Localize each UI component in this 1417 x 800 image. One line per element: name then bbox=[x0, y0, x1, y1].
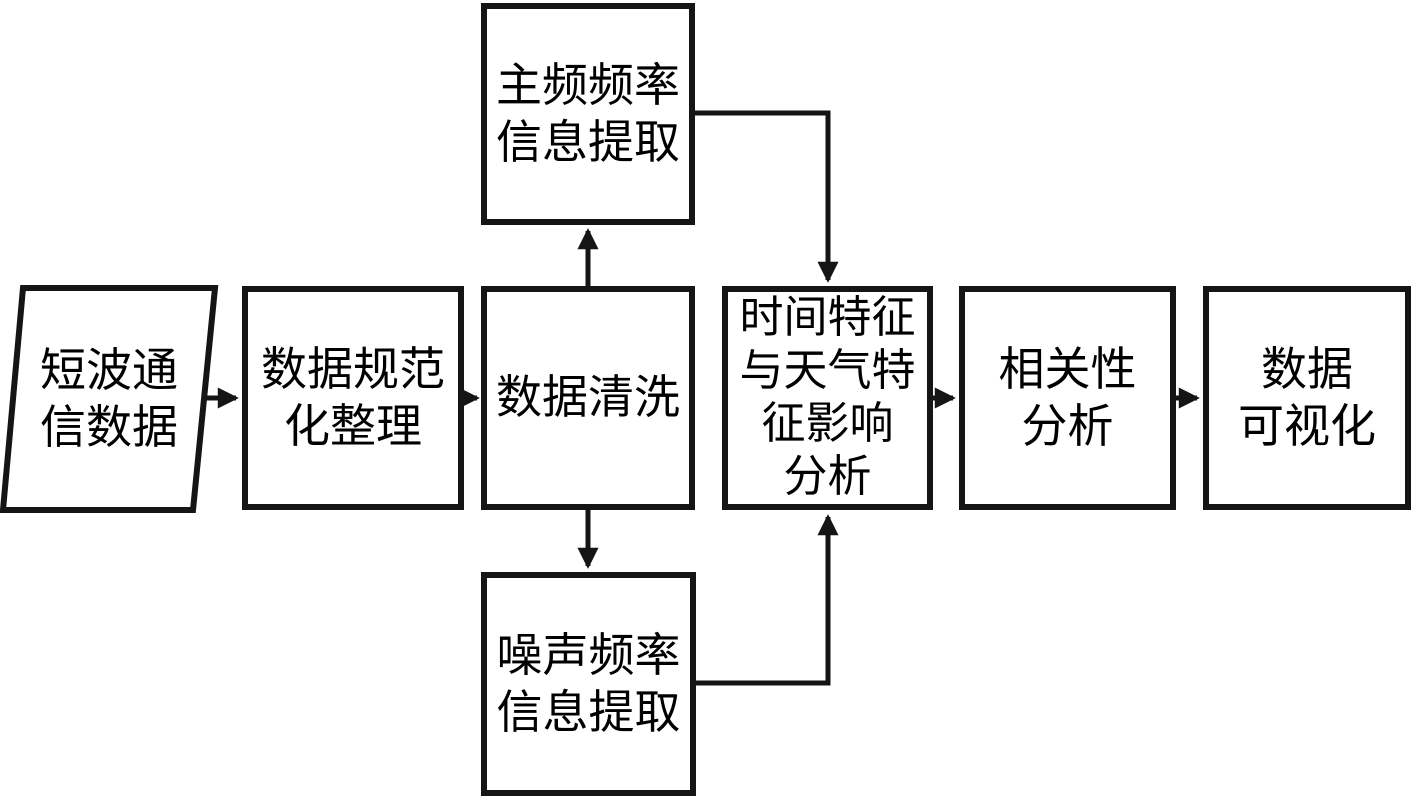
node-time-weather-impact-analysis-label: 时间特征 与天气特 征影响 分析 bbox=[739, 293, 916, 501]
node-noise-frequency-extraction-label: 噪声频率 信息提取 bbox=[496, 629, 681, 739]
node-data-cleaning: 数据清洗 bbox=[481, 286, 695, 510]
node-correlation-analysis-label: 相关性 分析 bbox=[998, 343, 1137, 453]
node-data-normalization: 数据规范 化整理 bbox=[242, 286, 464, 510]
node-data-normalization-label: 数据规范 化整理 bbox=[261, 343, 445, 453]
node-correlation-analysis: 相关性 分析 bbox=[959, 286, 1176, 510]
node-shortwave-comm-data-label: 短波通 信数据 bbox=[40, 344, 178, 454]
node-data-visualization: 数据 可视化 bbox=[1203, 286, 1411, 510]
arrow-mainfreq-to-timeweather bbox=[692, 110, 839, 283]
node-data-visualization-label: 数据 可视化 bbox=[1238, 343, 1376, 453]
arrow-noisefreq-to-timeweather bbox=[694, 514, 839, 686]
node-main-frequency-extraction: 主频频率 信息提取 bbox=[481, 3, 695, 225]
node-data-cleaning-label: 数据清洗 bbox=[496, 372, 680, 424]
parallelogram-shape bbox=[0, 285, 219, 513]
node-noise-frequency-extraction: 噪声频率 信息提取 bbox=[481, 572, 696, 796]
node-shortwave-comm-data: 短波通 信数据 bbox=[8, 288, 210, 510]
node-main-frequency-extraction-label: 主频频率 信息提取 bbox=[496, 59, 680, 169]
node-time-weather-impact-analysis: 时间特征 与天气特 征影响 分析 bbox=[722, 286, 933, 510]
